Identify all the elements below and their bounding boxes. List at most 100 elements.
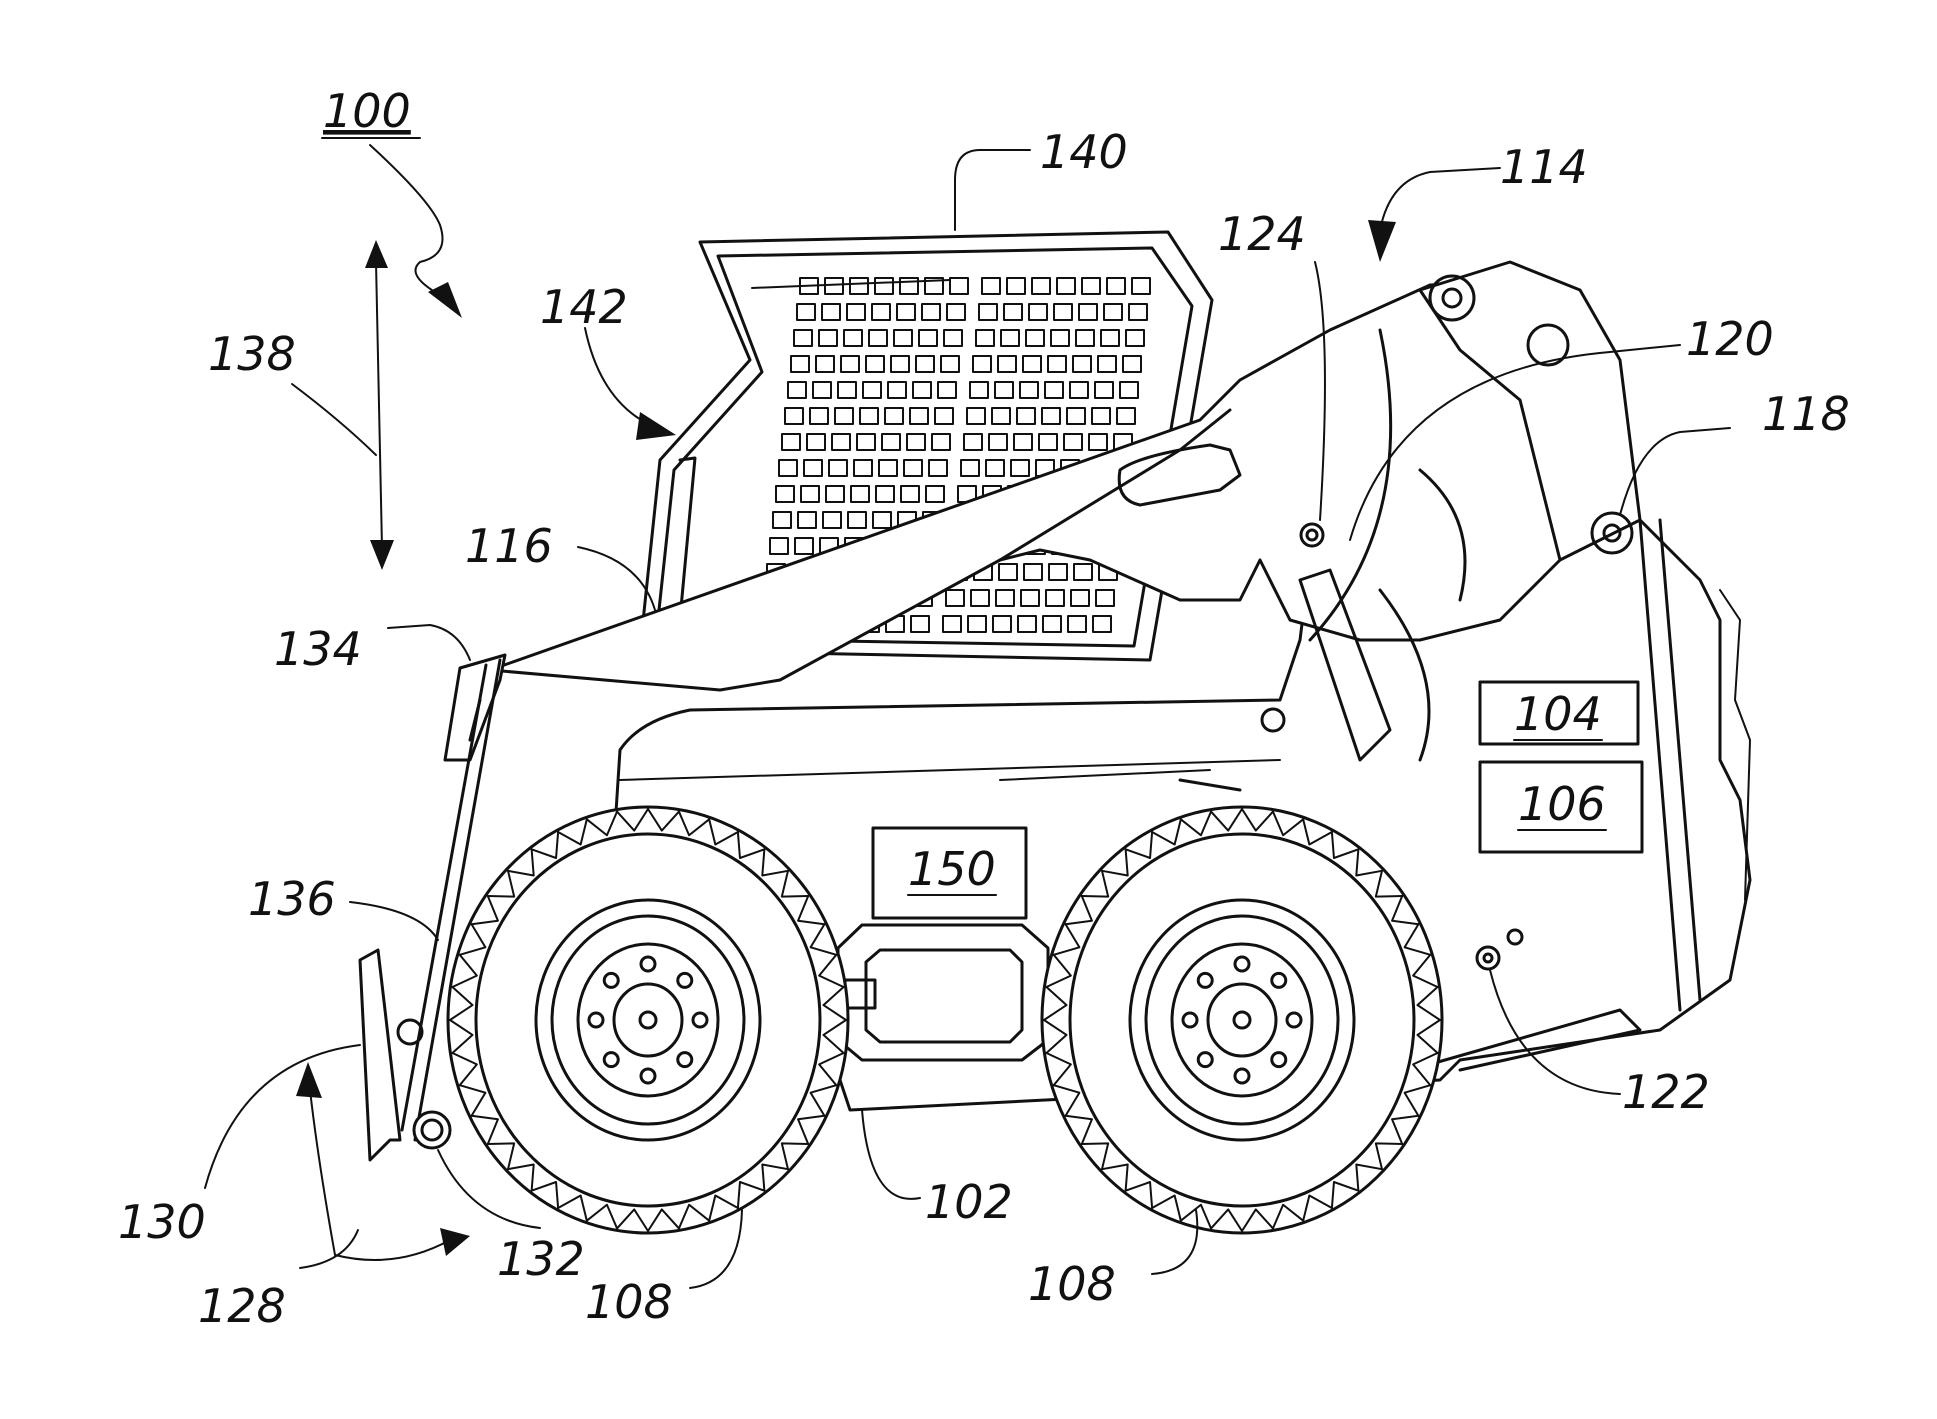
grille-cell: [976, 330, 994, 346]
grille-cell: [1095, 382, 1113, 398]
grille-cell: [863, 382, 881, 398]
ref-116: 116: [465, 519, 553, 573]
grille-cell: [1043, 616, 1061, 632]
grille-cell: [801, 486, 819, 502]
ref-124: 124: [1218, 207, 1306, 261]
grille-cell: [850, 278, 868, 294]
grille-cell: [964, 434, 982, 450]
grille-cell: [900, 278, 918, 294]
grille-cell: [832, 434, 850, 450]
grille-cell: [782, 434, 800, 450]
grille-cell: [986, 460, 1004, 476]
grille-cell: [847, 304, 865, 320]
ref-114: 114: [1500, 140, 1588, 194]
grille-cell: [1067, 408, 1085, 424]
grille-cell: [1129, 304, 1147, 320]
grille-cell: [822, 304, 840, 320]
grille-cell: [841, 356, 859, 372]
grille-cell: [916, 356, 934, 372]
grille-cell: [1011, 460, 1029, 476]
grille-cell: [804, 460, 822, 476]
grille-cell: [776, 486, 794, 502]
grille-cell: [999, 564, 1017, 580]
grille-cell: [901, 486, 919, 502]
ref-122: 122: [1622, 1065, 1710, 1119]
grille-cell: [982, 278, 1000, 294]
ref-136: 136: [248, 872, 336, 926]
grille-cell: [795, 538, 813, 554]
grille-cell: [992, 408, 1010, 424]
grille-cell: [897, 304, 915, 320]
ref-108-front: 108: [585, 1275, 673, 1329]
ref-100: 100: [323, 84, 411, 138]
grille-cell: [873, 512, 891, 528]
grille-cell: [876, 486, 894, 502]
grille-cell: [998, 356, 1016, 372]
grille-cell: [970, 382, 988, 398]
grille-cell: [1101, 330, 1119, 346]
grille-cell: [1021, 590, 1039, 606]
grille-cell: [961, 460, 979, 476]
grille-cell: [907, 434, 925, 450]
grille-cell: [869, 330, 887, 346]
grille-cell: [794, 330, 812, 346]
ref-128: 128: [198, 1279, 286, 1333]
grille-cell: [810, 408, 828, 424]
grille-cell: [1132, 278, 1150, 294]
grille-cell: [919, 330, 937, 346]
grille-cell: [922, 304, 940, 320]
grille-cell: [996, 590, 1014, 606]
fastener-122: [1477, 947, 1499, 969]
ref-132: 132: [497, 1232, 585, 1286]
grille-cell: [891, 356, 909, 372]
grille-cell: [779, 460, 797, 476]
wheel-108: [1042, 807, 1442, 1233]
grille-cell: [816, 356, 834, 372]
grille-cell: [770, 538, 788, 554]
grille-cell: [1048, 356, 1066, 372]
grille-cell: [1082, 278, 1100, 294]
ref-142: 142: [540, 280, 628, 334]
grille-cell: [1071, 590, 1089, 606]
grille-cell: [1076, 330, 1094, 346]
grille-cell: [854, 460, 872, 476]
grille-cell: [1107, 278, 1125, 294]
grille-cell: [823, 512, 841, 528]
grille-cell: [946, 590, 964, 606]
grille-cell: [872, 304, 890, 320]
grille-cell: [825, 278, 843, 294]
wheel-108: [448, 807, 848, 1233]
grille-cell: [1032, 278, 1050, 294]
grille-cell: [926, 486, 944, 502]
grille-cell: [1020, 382, 1038, 398]
grille-cell: [1123, 356, 1141, 372]
grille-cell: [857, 434, 875, 450]
grille-cell: [879, 460, 897, 476]
ref-150: 150: [908, 842, 996, 896]
grille-cell: [851, 486, 869, 502]
grille-cell: [904, 460, 922, 476]
grille-cell: [826, 486, 844, 502]
ref-120: 120: [1686, 312, 1774, 366]
grille-cell: [888, 382, 906, 398]
grille-cell: [1045, 382, 1063, 398]
grille-cell: [819, 330, 837, 346]
access-panel: [838, 925, 1048, 1060]
grille-cell: [838, 382, 856, 398]
grille-cell: [860, 408, 878, 424]
grille-cell: [1117, 408, 1135, 424]
ref-106: 106: [1518, 777, 1606, 831]
lift-arm: [490, 262, 1640, 790]
grille-cell: [938, 382, 956, 398]
grille-cell: [1026, 330, 1044, 346]
grille-cell: [1093, 616, 1111, 632]
grille-cell: [1049, 564, 1067, 580]
grille-cell: [971, 590, 989, 606]
grille-cell: [1079, 304, 1097, 320]
grille-cell: [798, 512, 816, 528]
grille-cell: [1023, 356, 1041, 372]
grille-cell: [773, 512, 791, 528]
grille-cell: [1054, 304, 1072, 320]
grille-cell: [995, 382, 1013, 398]
ref-108-rear: 108: [1028, 1257, 1116, 1311]
